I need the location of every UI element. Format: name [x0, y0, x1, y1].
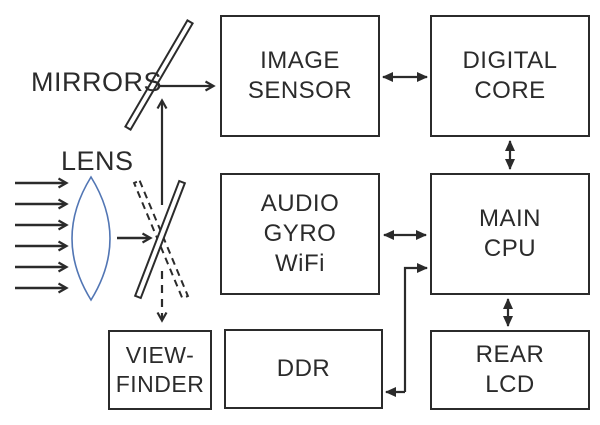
- block-main-cpu: MAIN CPU: [430, 173, 590, 295]
- block-label: MAIN CPU: [479, 205, 541, 262]
- lens-shape: [71, 175, 111, 302]
- block-label: DIGITAL CORE: [462, 47, 558, 104]
- block-digital-core: DIGITAL CORE: [430, 15, 590, 137]
- block-image-sensor: IMAGE SENSOR: [220, 15, 380, 137]
- block-label: VIEW- FINDER: [115, 342, 205, 397]
- light-rays: [15, 177, 69, 294]
- block-rear-lcd: REAR LCD: [430, 330, 590, 410]
- label-mirrors: MIRRORS: [31, 67, 162, 97]
- mirror-secondary: [133, 179, 187, 300]
- block-audio-gyro-wifi: AUDIO GYRO WiFi: [220, 173, 380, 295]
- block-label: IMAGE SENSOR: [247, 47, 353, 104]
- block-viewfinder: VIEW- FINDER: [108, 330, 212, 410]
- block-label: DDR: [276, 355, 331, 383]
- block-ddr: DDR: [224, 329, 383, 409]
- mirror-main: [124, 19, 194, 131]
- block-label: REAR LCD: [475, 341, 545, 398]
- block-label: AUDIO GYRO WiFi: [260, 190, 340, 277]
- connector-ddr-maincpu: [385, 263, 428, 397]
- label-lens: LENS: [61, 146, 134, 176]
